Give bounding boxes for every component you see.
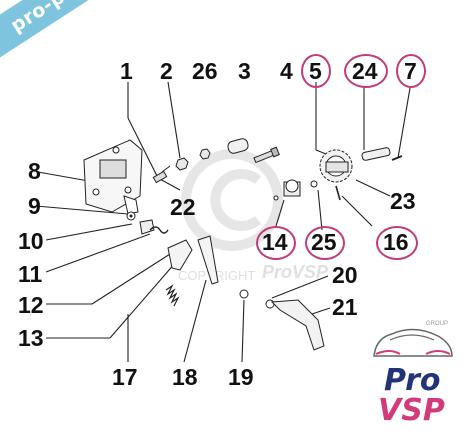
part-number-21: 21 <box>332 294 358 320</box>
arm-part-20 <box>265 299 325 351</box>
leader-line-18 <box>183 279 207 363</box>
part-number-12: 12 <box>18 292 44 318</box>
part-number-13: 13 <box>18 325 44 351</box>
leader-line-19 <box>241 299 245 363</box>
highlight-ring-5 <box>301 54 331 88</box>
part-number-10: 10 <box>18 228 44 254</box>
part-number-9: 9 <box>28 193 41 219</box>
part-number-18: 18 <box>172 364 198 390</box>
watermark-brand-text: ProVSP <box>262 262 329 282</box>
leader-line-20 <box>271 275 329 299</box>
part-number-19: 19 <box>228 364 254 390</box>
highlight-ring-25 <box>305 226 345 260</box>
highlight-ring-7 <box>396 54 426 88</box>
part-number-26: 26 <box>192 58 218 84</box>
part-number-22: 22 <box>170 194 196 220</box>
part-number-23: 23 <box>390 188 416 214</box>
leader-line-14 <box>275 199 285 227</box>
bushing-part-3 <box>227 138 249 154</box>
pin-part-7 <box>391 155 403 161</box>
spring-part-11 <box>149 226 169 234</box>
logo-group-label: GROUP <box>426 321 449 327</box>
highlight-ring-14 <box>256 226 296 260</box>
leader-line-10 <box>45 223 133 241</box>
washer-part-25 <box>310 180 318 188</box>
bolt-part-4 <box>253 146 280 164</box>
pin-part-16 <box>335 185 341 201</box>
part-number-11: 11 <box>18 261 43 287</box>
part-number-20: 20 <box>332 262 358 288</box>
bracket-part-14 <box>273 179 301 201</box>
part-number-16: 16 <box>383 229 409 255</box>
nut-part-26 <box>199 148 211 160</box>
part-number-3: 3 <box>238 58 251 84</box>
nut-part-2 <box>175 157 189 171</box>
gear-part-5 <box>319 149 353 183</box>
leader-line-9 <box>35 205 129 215</box>
latch-housing-part <box>83 139 143 213</box>
part-number-25: 25 <box>311 229 337 255</box>
highlight-ring-16 <box>376 226 418 260</box>
part-number-14: 14 <box>262 229 288 255</box>
lever-part-12 <box>167 239 193 271</box>
part-number-24: 24 <box>352 58 378 84</box>
logo-vsp-text: VSP <box>378 393 445 428</box>
washer-part-19 <box>239 289 249 299</box>
part-number-17: 17 <box>112 364 138 390</box>
part-number-7: 7 <box>404 58 417 84</box>
part-number-4: 4 <box>280 58 293 84</box>
spring-part-13 <box>165 284 180 307</box>
leader-line-7 <box>397 87 411 159</box>
leader-line-25 <box>317 189 323 231</box>
leader-line-16 <box>341 195 373 227</box>
logo-pro-text: Pro <box>384 363 441 398</box>
part-number-1: 1 <box>120 58 133 84</box>
highlight-ring-24 <box>344 54 388 88</box>
shaft-part-24 <box>361 147 391 161</box>
leader-line-2 <box>167 81 181 159</box>
part-number-8: 8 <box>28 158 41 184</box>
screw-part-1 <box>152 165 171 184</box>
leader-line-11 <box>45 233 151 273</box>
leader-line-21 <box>311 307 331 315</box>
part-number-2: 2 <box>160 58 173 84</box>
clip-part-10 <box>139 219 155 235</box>
rod-part-18 <box>197 235 219 285</box>
car-logo-icon <box>373 328 453 357</box>
leader-line-23 <box>355 179 391 197</box>
part-number-5: 5 <box>309 58 322 84</box>
latch-lever-part <box>123 195 139 215</box>
